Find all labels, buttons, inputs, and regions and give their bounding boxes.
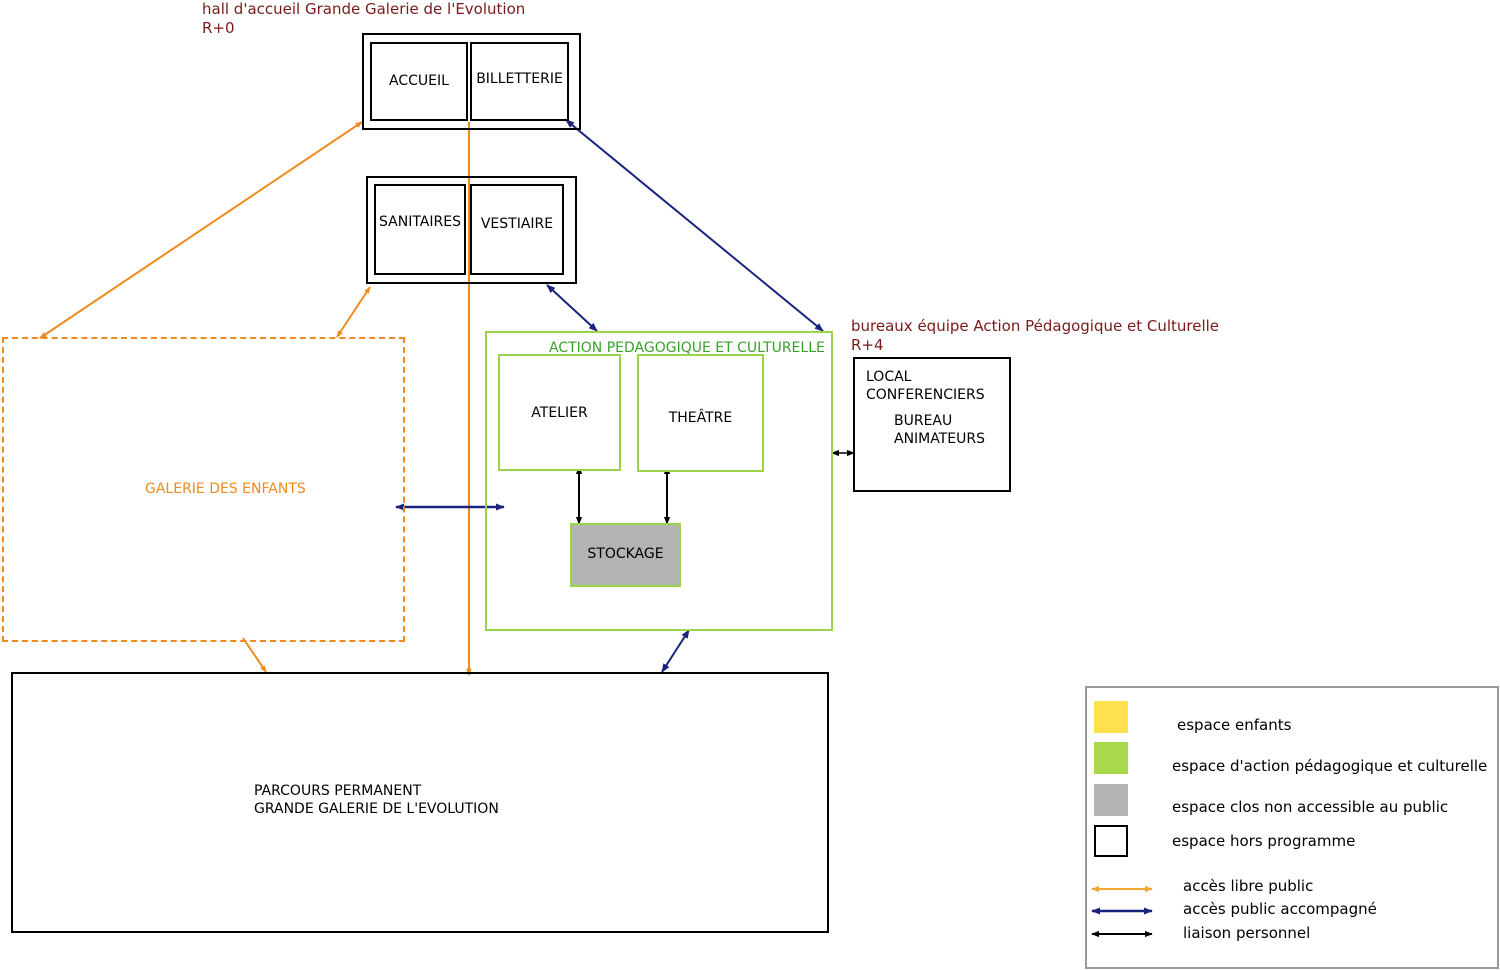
bureaux-title: bureaux équipe Action Pédagogique et Cul… bbox=[851, 317, 1220, 335]
sanitaires-label: SANITAIRES bbox=[379, 214, 461, 230]
vestiaire-room: VESTIAIRE bbox=[470, 184, 564, 275]
local-label-line1: LOCAL bbox=[866, 369, 912, 385]
billetterie-label: BILLETTERIE bbox=[476, 71, 563, 87]
action-zone: ACTION PEDAGOGIQUE ET CULTURELLE bbox=[485, 331, 833, 631]
legend-label-action: espace d'action pédagogique et culturell… bbox=[1172, 757, 1488, 775]
services-block bbox=[366, 176, 577, 284]
legend-label-personnel: liaison personnel bbox=[1183, 924, 1311, 942]
action-zone-label: ACTION PEDAGOGIQUE ET CULTURELLE bbox=[549, 340, 825, 356]
accueil-room: ACCUEIL bbox=[370, 42, 468, 121]
hall-block bbox=[362, 33, 581, 130]
parcours-label-line1: PARCOURS PERMANENT bbox=[254, 783, 422, 799]
legend-label-hors: espace hors programme bbox=[1172, 832, 1356, 850]
legend-label-enfants: espace enfants bbox=[1177, 716, 1292, 734]
bureau-label-line2: ANIMATEURS bbox=[894, 431, 986, 447]
legend-label-libre: accès libre public bbox=[1183, 877, 1314, 895]
link-galerie-enfants-parcours bbox=[242, 637, 267, 673]
theatre-label: THEÂTRE bbox=[668, 410, 733, 426]
bureau-label-line1: BUREAU bbox=[894, 413, 953, 429]
atelier-label: ATELIER bbox=[531, 405, 588, 421]
legend-swatch-enfants bbox=[1094, 701, 1128, 733]
atelier-room: ATELIER bbox=[498, 354, 621, 471]
accueil-label: ACCUEIL bbox=[389, 73, 449, 89]
vestiaire-label: VESTIAIRE bbox=[480, 216, 554, 232]
legend-label-clos: espace clos non accessible au public bbox=[1172, 798, 1449, 816]
legend-label-accompagne: accès public accompagné bbox=[1183, 900, 1377, 918]
bureaux-level: R+4 bbox=[851, 336, 884, 354]
legend-panel bbox=[1085, 686, 1499, 969]
local-label-line2: CONFERENCIERS bbox=[866, 387, 985, 403]
stockage-room: STOCKAGE bbox=[570, 523, 681, 587]
theatre-room: THEÂTRE bbox=[637, 354, 764, 472]
sanitaires-room: SANITAIRES bbox=[374, 184, 466, 275]
link-action-parcours bbox=[661, 629, 690, 673]
legend-swatch-action bbox=[1094, 742, 1128, 774]
galerie-enfants-label: GALERIE DES ENFANTS bbox=[145, 481, 306, 497]
bureaux-block: LOCAL CONFERENCIERS BUREAU ANIMATEURS bbox=[853, 357, 1011, 492]
hall-level: R+0 bbox=[202, 19, 235, 37]
parcours-zone: PARCOURS PERMANENT GRANDE GALERIE DE L'E… bbox=[11, 672, 829, 933]
link-sanitaires-galerie-enfants bbox=[336, 286, 371, 338]
link-billetterie-action bbox=[565, 119, 824, 332]
galerie-enfants-zone: GALERIE DES ENFANTS bbox=[2, 337, 405, 642]
legend-swatch-clos bbox=[1094, 784, 1128, 816]
link-vestiaire-action bbox=[546, 284, 598, 332]
billetterie-room: BILLETTERIE bbox=[470, 42, 569, 121]
parcours-label-line2: GRANDE GALERIE DE L'EVOLUTION bbox=[254, 801, 499, 817]
stockage-label: STOCKAGE bbox=[587, 546, 664, 562]
legend-swatch-hors bbox=[1094, 825, 1128, 857]
hall-title: hall d'accueil Grande Galerie de l'Evolu… bbox=[202, 0, 526, 18]
link-hall-galerie-enfants bbox=[39, 121, 363, 339]
